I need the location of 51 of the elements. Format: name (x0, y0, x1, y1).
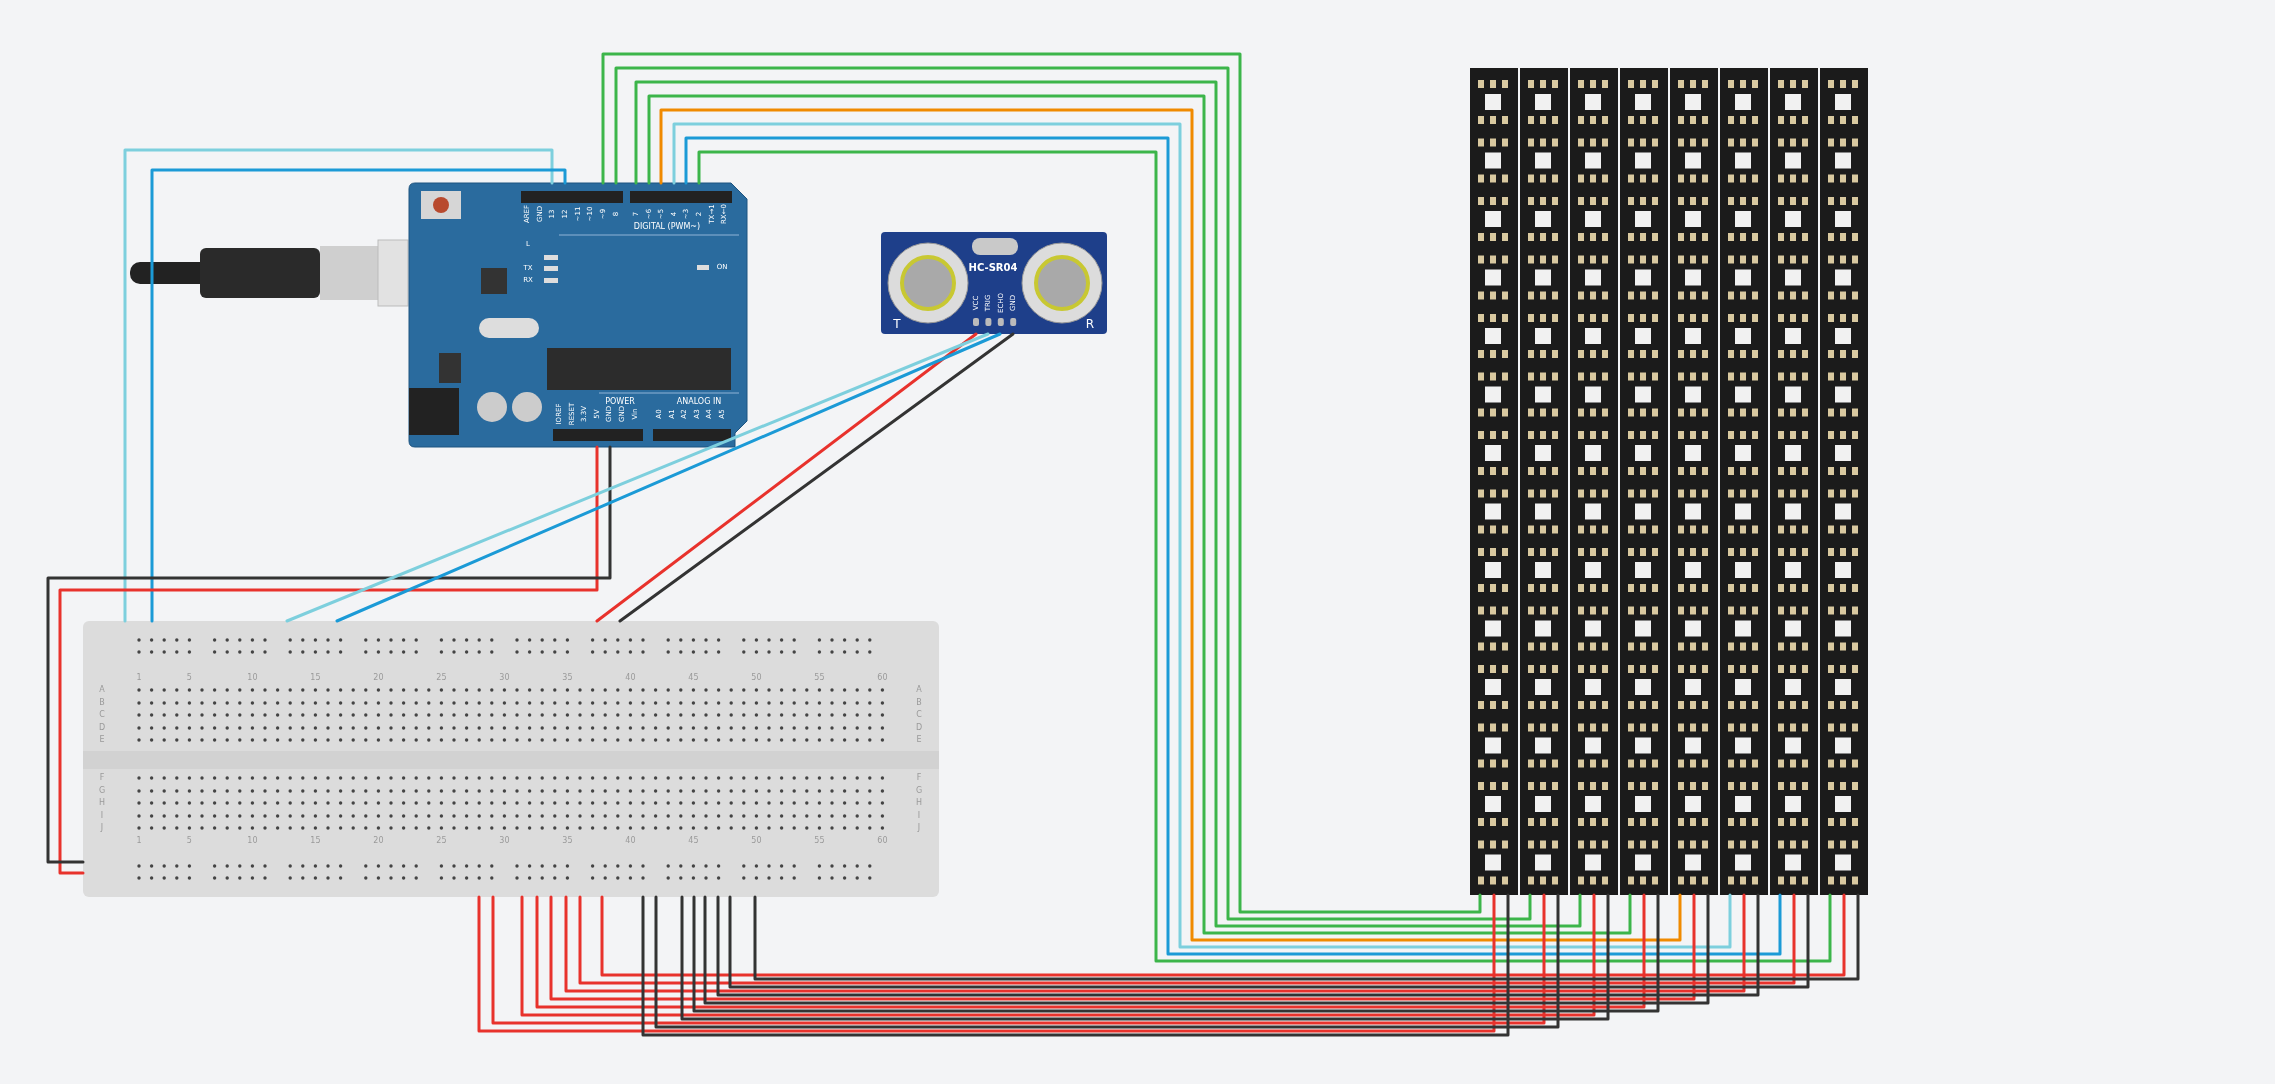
column-number: 35 (562, 674, 573, 682)
column-number: 40 (625, 674, 636, 682)
column-number: 50 (751, 674, 762, 682)
column-number: 50 (751, 837, 762, 845)
microcontroller-board (409, 183, 747, 447)
column-number: 35 (562, 837, 573, 845)
led-strip (1570, 68, 1618, 895)
column-number: 1 (136, 837, 142, 845)
column-number: 45 (688, 674, 699, 682)
row-letter: B (99, 698, 105, 707)
led-strip (1720, 68, 1768, 895)
column-number: 5 (186, 674, 192, 682)
led-strip (1770, 68, 1818, 895)
column-number: 45 (688, 837, 699, 845)
ultrasonic-sensor (881, 232, 1107, 334)
column-number: 60 (877, 674, 888, 682)
board-section-label: DIGITAL (PWM~) (633, 223, 701, 231)
row-letter: H (99, 799, 105, 807)
board-section-label: ANALOG IN (676, 398, 722, 406)
row-letter: F (916, 774, 922, 782)
column-number: 1 (136, 674, 142, 682)
column-number: 20 (373, 837, 384, 845)
row-letter: D (915, 723, 923, 732)
led-strip (1620, 68, 1668, 895)
column-number: 25 (436, 674, 447, 682)
column-number: 10 (247, 674, 258, 682)
column-number: 25 (436, 837, 447, 845)
column-number: 5 (186, 837, 192, 845)
row-letter: B (916, 698, 922, 707)
column-number: 15 (310, 837, 321, 845)
column-number: 10 (247, 837, 258, 845)
breadboard (83, 621, 939, 897)
led-strip (1470, 68, 1518, 895)
column-number: 55 (814, 674, 825, 682)
column-number: 30 (499, 837, 510, 845)
led-strip (1670, 68, 1718, 895)
column-number: 15 (310, 674, 321, 682)
row-letter: D (98, 723, 106, 732)
led-strip (1820, 68, 1868, 895)
led-strip (1520, 68, 1568, 895)
board-section-label: POWER (605, 398, 635, 406)
column-number: 30 (499, 674, 510, 682)
column-number: 60 (877, 837, 888, 845)
transducer-label: R (1085, 318, 1095, 330)
column-number: 55 (814, 837, 825, 845)
column-number: 40 (625, 837, 636, 845)
model-label: HC-SR04 (968, 263, 1018, 273)
transducer-label: T (893, 318, 901, 330)
row-letter: H (916, 799, 922, 807)
column-number: 20 (373, 674, 384, 682)
row-letter: F (99, 774, 105, 782)
